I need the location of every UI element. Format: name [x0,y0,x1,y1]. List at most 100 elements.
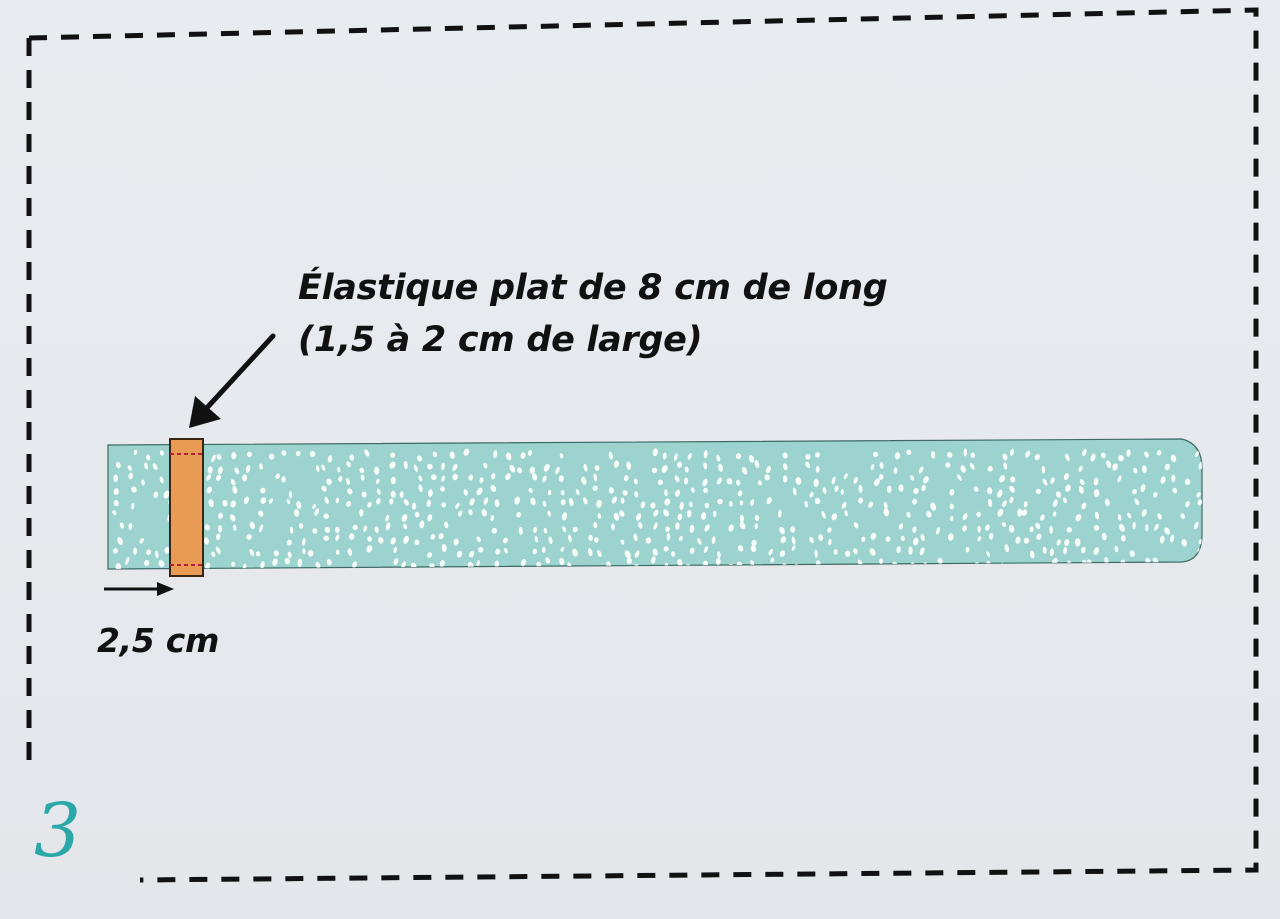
arrow-down-left-icon [189,333,276,428]
fabric-dot [1074,538,1081,547]
fabric-dot [636,513,642,521]
fabric-dot [218,512,223,519]
fabric-dot [754,459,760,469]
fabric-dot [1035,488,1042,495]
fabric-dot [314,508,320,516]
fabric-dot [334,526,340,533]
fabric-dot [898,523,904,530]
fabric-dot [809,536,814,544]
fabric-dot [203,537,210,545]
fabric-dot [818,534,824,541]
fabric-dot [886,485,892,493]
fabric-dot [737,490,743,497]
fabric-dot [687,453,692,460]
fabric-dot [113,488,119,495]
fabric-dot [1050,477,1055,484]
fabric-dot [674,475,680,483]
fabric-dot [216,533,221,541]
fabric-dot [337,466,341,473]
fabric-dot [1015,536,1021,544]
fabric-dot [813,478,819,487]
fabric-dot [419,520,425,529]
fabric-dot [640,501,646,509]
fabric-dot [718,463,723,472]
fabric-dot [401,514,408,522]
fabric-dot [841,502,847,509]
fabric-dot [1017,508,1023,517]
fabric-dot [441,502,447,508]
fabric-dot [518,526,523,535]
fabric-dot [531,473,538,481]
fabric-dot [1066,527,1073,533]
fabric-dot [543,463,550,472]
fabric-dot [439,560,445,567]
fabric-dot [1042,546,1047,554]
fabric-dot [582,497,588,505]
fabric-dot [1114,545,1119,553]
fabric-dot [542,475,547,483]
fabric-dot [622,490,628,496]
fabric-dot [634,550,640,558]
fabric-dot [414,539,420,546]
fabric-dot [1104,498,1110,507]
fabric-dot [843,473,848,480]
fabric-dot [441,544,447,552]
fabric-dot [1133,467,1138,474]
fabric-dot [390,490,396,498]
fabric-dot [275,473,280,480]
fabric-dot [1093,489,1100,498]
fabric-dot [885,536,891,542]
fabric-dot [906,449,912,456]
fabric-dot [1063,547,1068,555]
fabric-dot [652,448,658,457]
fabric-dot [1075,514,1082,522]
fabric-dot [393,558,399,566]
fabric-dot [158,560,165,568]
fabric-dot [260,497,267,504]
fabric-dot [363,525,368,532]
fabric-dot [949,489,955,496]
fabric-dot [389,461,396,469]
fabric-dot [302,537,306,546]
fabric-dot [963,448,968,457]
fabric-dot [987,465,993,472]
fabric-dot [246,534,252,540]
fabric-dot [572,526,578,533]
fabric-dot [289,526,294,534]
fabric-dot [543,527,548,534]
callout-line-2: (1,5 à 2 cm de large) [298,320,703,360]
fabric-dot [920,534,925,541]
fabric-dot [286,499,291,505]
fabric-dot [1132,489,1137,495]
fabric-dot [312,503,316,510]
fabric-dot [827,527,832,533]
fabric-dot [346,500,351,507]
fabric-dot [741,466,748,475]
fabric-dot [440,486,446,492]
fabric-dot [234,467,240,475]
fabric-dot [770,557,775,563]
fabric-dot [1004,544,1010,553]
step-number: 3 [34,788,82,874]
fabric-dot [298,523,304,529]
elastic-band [169,438,204,577]
fabric-dot [831,513,838,521]
fabric-dot [728,524,734,532]
fabric-dot [821,511,826,519]
fabric-dot [593,522,598,529]
fabric-dot [1129,550,1135,557]
fabric-dot [652,548,658,556]
fabric-dot [844,510,848,517]
fabric-dot [533,526,538,533]
fabric-dot [476,487,483,496]
fabric-dot [987,487,993,495]
fabric-dot [505,452,512,461]
fabric-dot [517,467,523,474]
fabric-dot [1090,453,1096,462]
fabric-dot [1157,513,1162,520]
fabric-dot [666,532,671,541]
fabric-dot [258,510,264,517]
fabric-dot [281,476,286,483]
dashed-border [26,7,1259,883]
fabric-dot [949,503,955,510]
